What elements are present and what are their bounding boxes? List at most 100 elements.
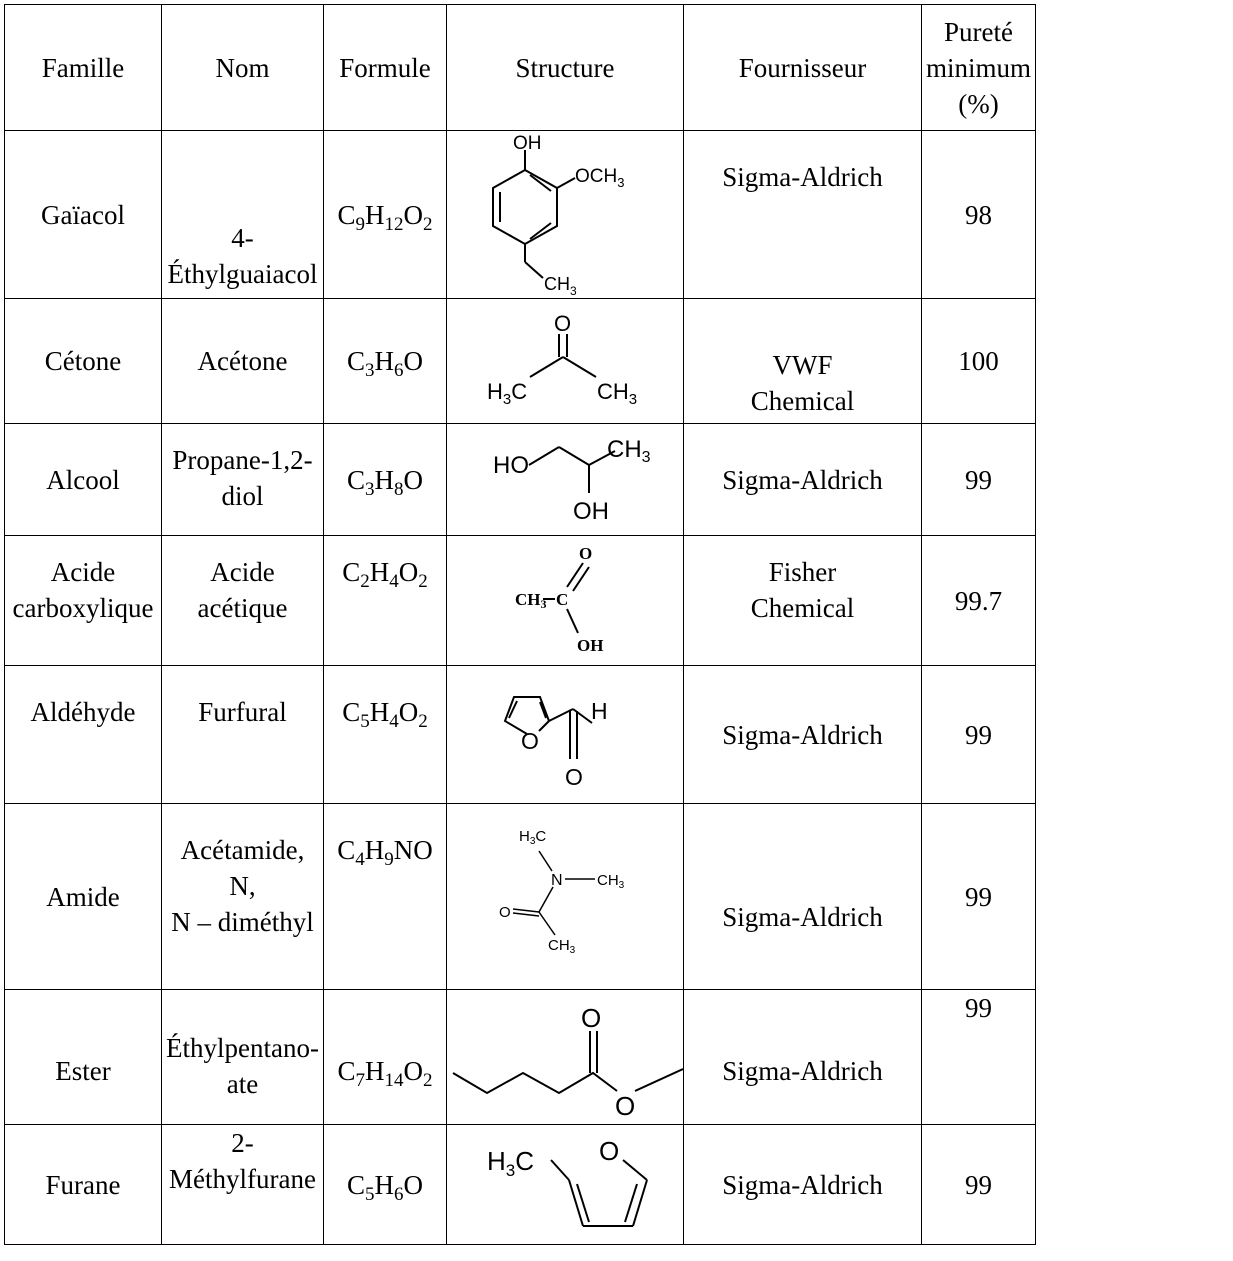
cell-fournisseur: Sigma-Aldrich [682, 130, 922, 299]
element-symbol: O [398, 557, 419, 587]
table-row: Alcool Propane-1,2-diol C3H8O HO CH3 OH … [4, 423, 1036, 536]
element-count: 8 [393, 478, 404, 500]
cell-structure: HO CH3 OH [445, 423, 684, 536]
cell-structure: H3C O [445, 1124, 684, 1245]
atom-label: CH3 [597, 872, 625, 891]
chemicals-table: Famille Nom Formule Structure Fournisseu… [4, 4, 1036, 1245]
table-row: Ester Éthylpentano-ate C7H14O2 O O Sigma… [4, 989, 1036, 1125]
cell-formule: C5H6O [322, 1124, 447, 1245]
element-symbol: H [374, 346, 394, 376]
element-symbol: C [337, 1056, 356, 1086]
atom-label: CH3 [544, 274, 577, 298]
cell-structure: O H3C CH3 [445, 298, 684, 424]
element-symbol: C [346, 464, 365, 495]
cell-line: Sigma-Aldrich [722, 901, 883, 932]
cell-line: Ester [55, 1056, 111, 1086]
atom-label: HO [493, 452, 529, 479]
cell-purete: 99.7 [920, 535, 1036, 666]
structure-2-methylfuran: H3C O [487, 1136, 648, 1227]
atom-label: CH3 [515, 590, 547, 611]
element-symbol: H [364, 835, 385, 865]
cell-line: Méthylfurane [169, 1164, 316, 1194]
cell-formule: C4H9NO [322, 803, 447, 990]
cell-line: diol [221, 481, 264, 511]
cell-structure: H3C N CH3 O CH3 [445, 803, 684, 990]
header-purete-line: minimum [925, 52, 1031, 83]
cell-famille: Gaïacol [4, 130, 162, 299]
element-symbol: O [398, 697, 419, 727]
cell-line: carboxylique [12, 593, 154, 623]
element-count: 7 [355, 1070, 365, 1091]
cell-line: Acide [50, 557, 116, 587]
cell-line: Sigma-Aldrich [722, 162, 883, 192]
header-purete-line: Pureté [943, 16, 1013, 47]
cell-fournisseur: Sigma-Aldrich [682, 989, 922, 1125]
header-structure: Structure [445, 4, 684, 131]
atom-label: H3C [519, 828, 546, 847]
element-symbol: O [403, 346, 423, 376]
atom-label: OH [513, 133, 542, 154]
cell-famille: Alcool [4, 423, 162, 536]
atom-label: O [615, 1091, 635, 1121]
element-count: 6 [393, 1183, 404, 1205]
cell-line: Aldéhyde [30, 697, 136, 727]
cell-purete: 99 [920, 803, 1036, 990]
atom-label: O [581, 1003, 601, 1033]
cell-formule: C7H14O2 [322, 989, 447, 1125]
atom-label: O [579, 544, 592, 563]
cell-fournisseur: Sigma-Aldrich [682, 423, 922, 536]
atom-label: CH3 [607, 436, 651, 466]
cell-nom: Éthylpentano-ate [161, 989, 324, 1125]
structure-furfural: O H O [503, 695, 608, 790]
cell-famille: Cétone [4, 298, 162, 424]
cell-line: Acétamide, N, [180, 835, 305, 901]
atom-label: C [556, 590, 568, 609]
element-count: 4 [355, 849, 365, 870]
cell-famille: Amide [4, 803, 162, 990]
cell-line: Furane [45, 1169, 121, 1200]
header-famille: Famille [4, 4, 162, 131]
cell-purete: 99 [920, 423, 1036, 536]
cell-structure: O O [445, 989, 684, 1125]
element-count: 9 [355, 213, 365, 235]
cell-line: Cétone [44, 346, 122, 376]
atom-label: O [521, 728, 539, 754]
cell-line: Éthylpentano- [166, 1033, 319, 1063]
structure-propane-diol: HO CH3 OH [493, 436, 651, 525]
cell-structure: OH OCH3 CH3 [445, 130, 684, 299]
table-row: Aldéhyde Furfural C5H4O2 O H O Sig [4, 665, 1036, 804]
structure-acetic-acid: O CH3 C OH [515, 544, 603, 655]
element-count: 14 [384, 1070, 404, 1091]
table-row: Amide Acétamide, N,N – diméthyl C4H9NO H… [4, 803, 1036, 990]
element-count: 9 [384, 849, 394, 870]
atom-label: CH3 [597, 379, 637, 408]
cell-purete: 99 [920, 665, 1036, 804]
atom-label: OH [577, 636, 603, 655]
atom-label: H [591, 698, 608, 724]
cell-nom: Acétamide, N,N – diméthyl [161, 803, 324, 990]
header-nom: Nom [161, 4, 324, 131]
cell-line: Sigma-Aldrich [722, 1056, 883, 1086]
cell-line: ate [226, 1069, 259, 1099]
element-count: 2 [418, 571, 428, 592]
structure-acetone: O H3C CH3 [487, 311, 637, 408]
cell-purete: 99 [920, 989, 1036, 1125]
atom-label: H3C [487, 1146, 534, 1180]
atom-label: O [599, 1136, 619, 1166]
page: Famille Nom Formule Structure Fournisseu… [4, 4, 1036, 1245]
cell-formule: C2H4O2 [322, 535, 447, 666]
atom-label: O [499, 904, 511, 921]
header-purete-line: (%) [958, 88, 999, 119]
cell-line: Propane-1,2- [172, 445, 313, 475]
element-symbol: H [369, 557, 390, 587]
header-purete: Pureté minimum (%) [920, 4, 1036, 131]
element-count: 2 [418, 711, 428, 732]
cell-famille: Acide carboxylique [4, 535, 162, 666]
table-row: Gaïacol 4-Éthylguaiacol C9H12O2 OH OCH3 … [4, 130, 1036, 299]
atom-label: OH [573, 498, 609, 525]
cell-nom: Propane-1,2- diol [161, 423, 324, 536]
cell-line: Chemical [750, 386, 855, 416]
